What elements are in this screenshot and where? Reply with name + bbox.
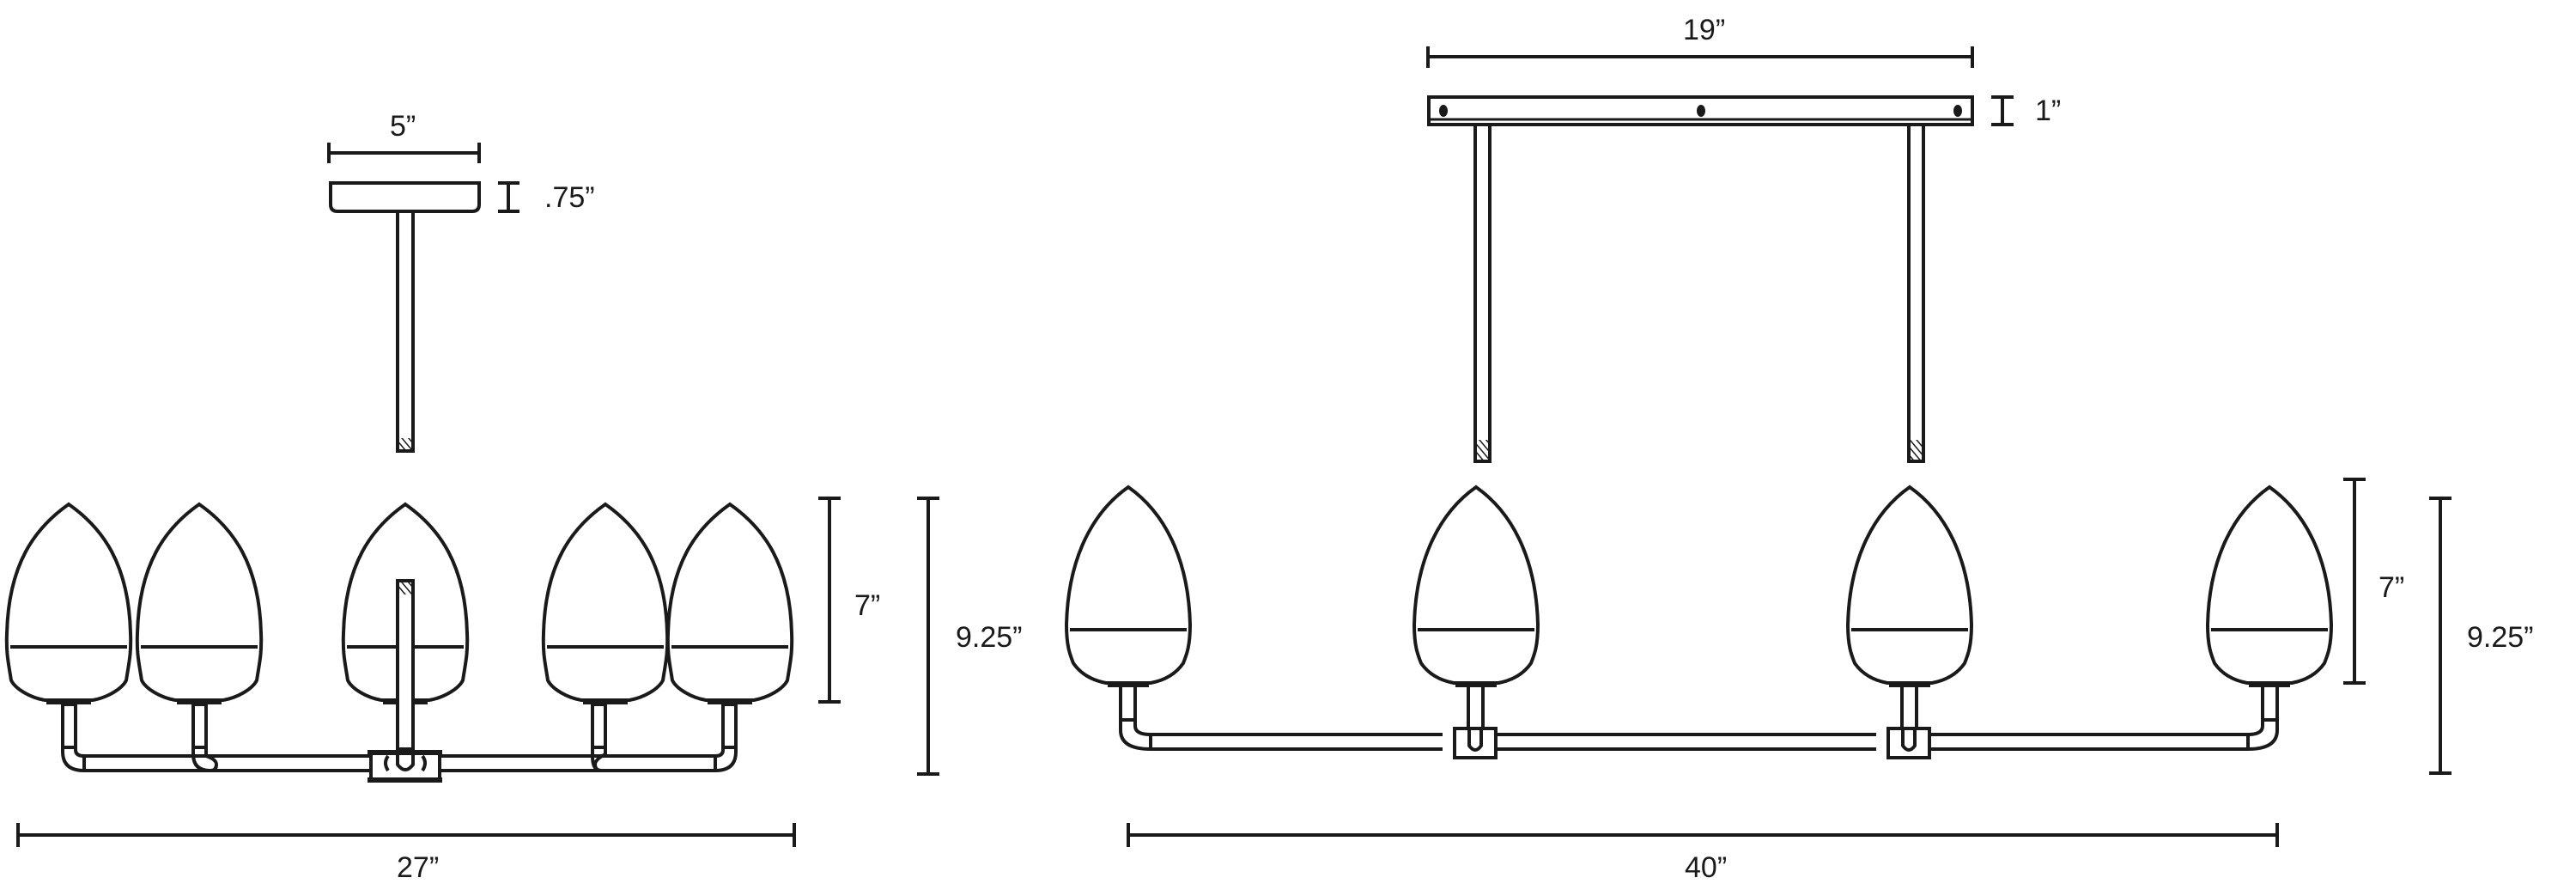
right-canopy-height-label: 1” <box>2035 94 2062 127</box>
right-fixture-height-dimension <box>2429 497 2451 775</box>
right-shade-3 <box>1846 485 1973 689</box>
right-arm-stems <box>1119 684 2279 730</box>
left-fixture-height-dimension <box>917 497 939 776</box>
right-fixture-height-label: 9.25” <box>2467 621 2534 654</box>
left-shade-height-dimension <box>818 497 841 704</box>
left-shade-4 <box>541 503 670 706</box>
left-canopy-width-label: 5” <box>390 110 416 143</box>
left-shade-2 <box>135 503 264 706</box>
left-shade-height-label: 7” <box>854 589 881 622</box>
right-down-rods <box>1473 123 1925 463</box>
left-overall-width-label: 27” <box>397 851 440 884</box>
right-canopy-width-dimension <box>1426 46 1974 68</box>
left-fixture-height-label: 9.25” <box>956 621 1023 654</box>
right-overall-width-dimension <box>1127 823 2279 847</box>
right-shade-2 <box>1413 485 1540 689</box>
left-center-stem <box>396 579 415 751</box>
left-shade-5 <box>665 503 794 706</box>
right-overall-width-label: 40” <box>1685 851 1728 884</box>
left-overall-width-dimension <box>16 823 796 847</box>
right-shade-4 <box>2206 485 2333 689</box>
canopy-screw-icon <box>1439 105 1448 117</box>
left-arm-bar <box>61 747 738 783</box>
left-fixture <box>4 143 939 847</box>
left-canopy <box>329 181 481 213</box>
left-canopy-height-dimension <box>498 181 519 213</box>
left-canopy-width-dimension <box>327 143 481 163</box>
left-canopy-height-label: .75” <box>544 181 595 214</box>
canopy-screw-icon <box>1953 105 1962 117</box>
right-canopy <box>1427 95 1974 126</box>
right-fixture <box>1065 46 2451 847</box>
right-shade-1 <box>1065 485 1192 689</box>
right-arm-bar <box>1119 720 2279 759</box>
right-canopy-width-label: 19” <box>1683 14 1726 46</box>
right-shade-height-dimension <box>2343 478 2366 685</box>
left-shade-1 <box>4 503 133 706</box>
right-shade-height-label: 7” <box>2379 571 2405 604</box>
right-canopy-height-dimension <box>1991 95 2014 126</box>
left-down-rod <box>396 210 415 453</box>
canopy-screw-icon <box>1697 105 1705 117</box>
